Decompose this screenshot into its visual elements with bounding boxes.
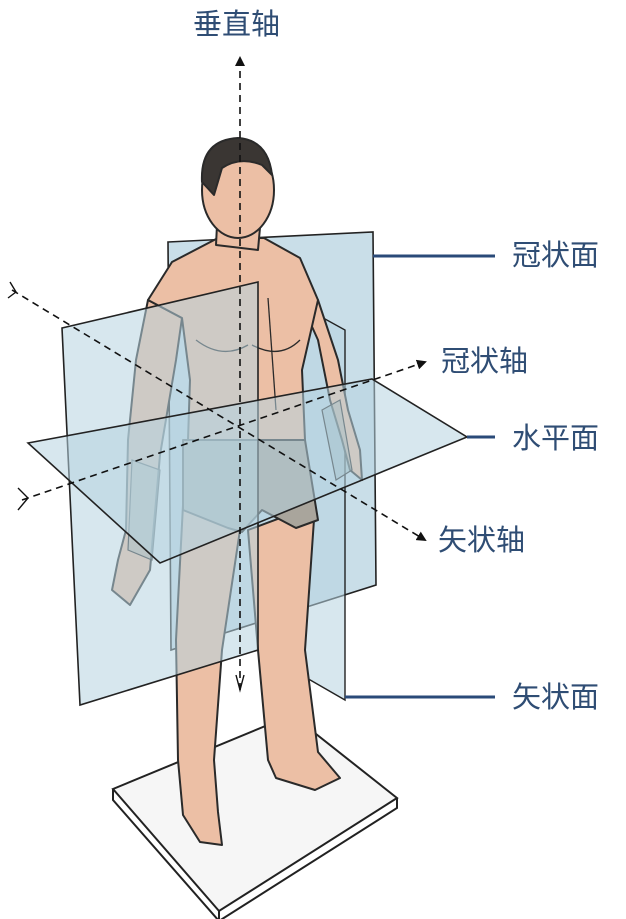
label-coronal-plane: 冠状面 — [512, 238, 600, 272]
label-vertical-axis: 垂直轴 — [193, 7, 281, 41]
base-board — [111, 713, 399, 919]
label-sagittal-plane: 矢状面 — [512, 680, 600, 714]
label-coronal-axis: 冠状轴 — [441, 344, 529, 378]
label-horizontal-plane: 水平面 — [512, 421, 600, 455]
coronal-axis-line — [21, 359, 427, 501]
sagittal-axis-line — [11, 289, 427, 542]
label-sagittal-axis: 矢状轴 — [438, 523, 526, 557]
